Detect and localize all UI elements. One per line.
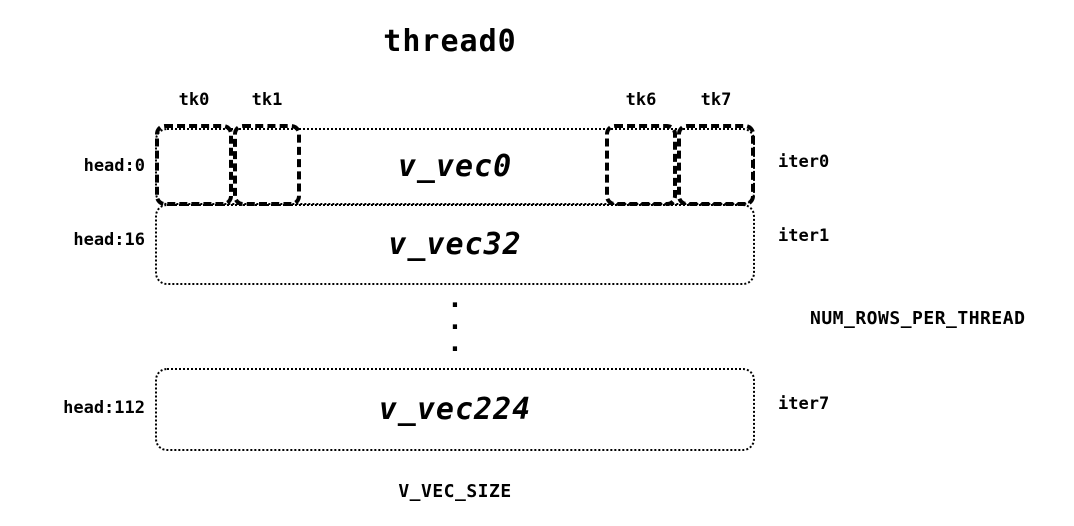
tk0-element-box	[155, 124, 233, 206]
v-vec224-row: v_vec224	[155, 368, 755, 451]
tk7-label: tk7	[700, 90, 732, 110]
iter1-label: iter1	[778, 226, 830, 246]
tk0-label: tk0	[178, 90, 210, 110]
diagram-title: thread0	[383, 24, 517, 59]
v-vec32-label: v_vec32	[388, 227, 522, 262]
num-rows-per-thread-label: NUM_ROWS_PER_THREAD	[810, 308, 1026, 329]
v-vec-size-label: V_VEC_SIZE	[398, 481, 512, 502]
vertical-ellipsis: . . .	[155, 284, 755, 358]
iter7-label: iter7	[778, 394, 830, 414]
ellipsis-dot: .	[447, 328, 463, 358]
ellipsis-dot: .	[447, 306, 463, 336]
tk1-element-box	[233, 124, 301, 206]
head-0-label: head:0	[83, 156, 145, 176]
tk1-label: tk1	[251, 90, 283, 110]
v-vec0-label: v_vec0	[397, 149, 513, 184]
head-16-label: head:16	[73, 230, 145, 250]
tk6-element-box	[605, 124, 677, 206]
tk6-label: tk6	[625, 90, 657, 110]
tk7-element-box	[677, 124, 755, 206]
v-vec32-row: v_vec32	[155, 204, 755, 285]
iter0-label: iter0	[778, 152, 830, 172]
v-vec224-label: v_vec224	[378, 392, 532, 427]
head-112-label: head:112	[63, 398, 145, 418]
ellipsis-dot: .	[447, 284, 463, 314]
